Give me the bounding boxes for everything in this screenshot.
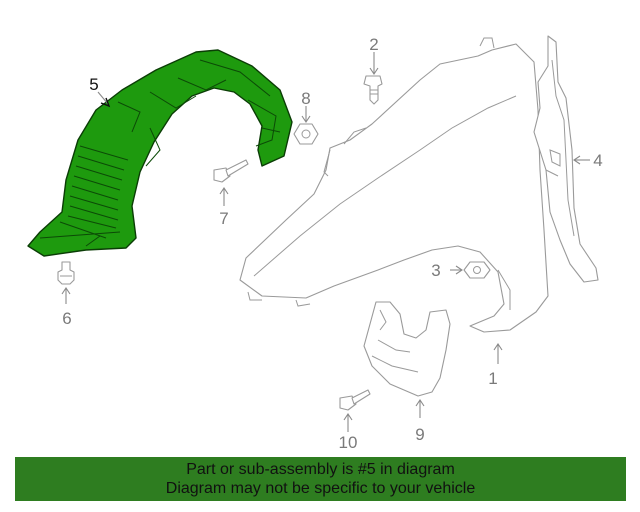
label-part-5: 5: [89, 75, 98, 94]
nut-part-3[interactable]: [463, 261, 491, 279]
banner-line-2: Diagram may not be specific to your vehi…: [165, 480, 476, 497]
label-part-6: 6: [62, 309, 71, 328]
diagram-notice-banner: Part or sub-assembly is #5 in diagram Di…: [15, 457, 626, 501]
fender-liner-part-5[interactable]: [27, 49, 293, 257]
label-part-10: 10: [339, 433, 358, 452]
label-part-3: 3: [431, 261, 440, 280]
bolt-part-2[interactable]: [363, 75, 383, 105]
clip-part-6[interactable]: [57, 261, 75, 285]
label-part-2: 2: [369, 35, 378, 54]
parts-diagram: 1 2 3 4 5 6 7 8 9 10: [27, 35, 603, 452]
mud-flap-part-9[interactable]: [363, 301, 451, 397]
part-labels: 1 2 3 4 5 6 7 8 9 10: [62, 35, 602, 452]
label-part-7: 7: [219, 209, 228, 228]
fender-part-1[interactable]: [239, 37, 549, 333]
label-part-1: 1: [488, 369, 497, 388]
label-part-9: 9: [415, 425, 424, 444]
label-part-8: 8: [301, 89, 310, 108]
leader-lines: [61, 52, 590, 432]
nut-part-8[interactable]: [293, 123, 319, 145]
screw-part-10[interactable]: [339, 389, 371, 411]
screw-part-7[interactable]: [213, 159, 249, 183]
fender-bracket-part-4[interactable]: [533, 35, 599, 283]
label-part-4: 4: [593, 151, 602, 170]
banner-line-1: Part or sub-assembly is #5 in diagram: [186, 461, 455, 478]
